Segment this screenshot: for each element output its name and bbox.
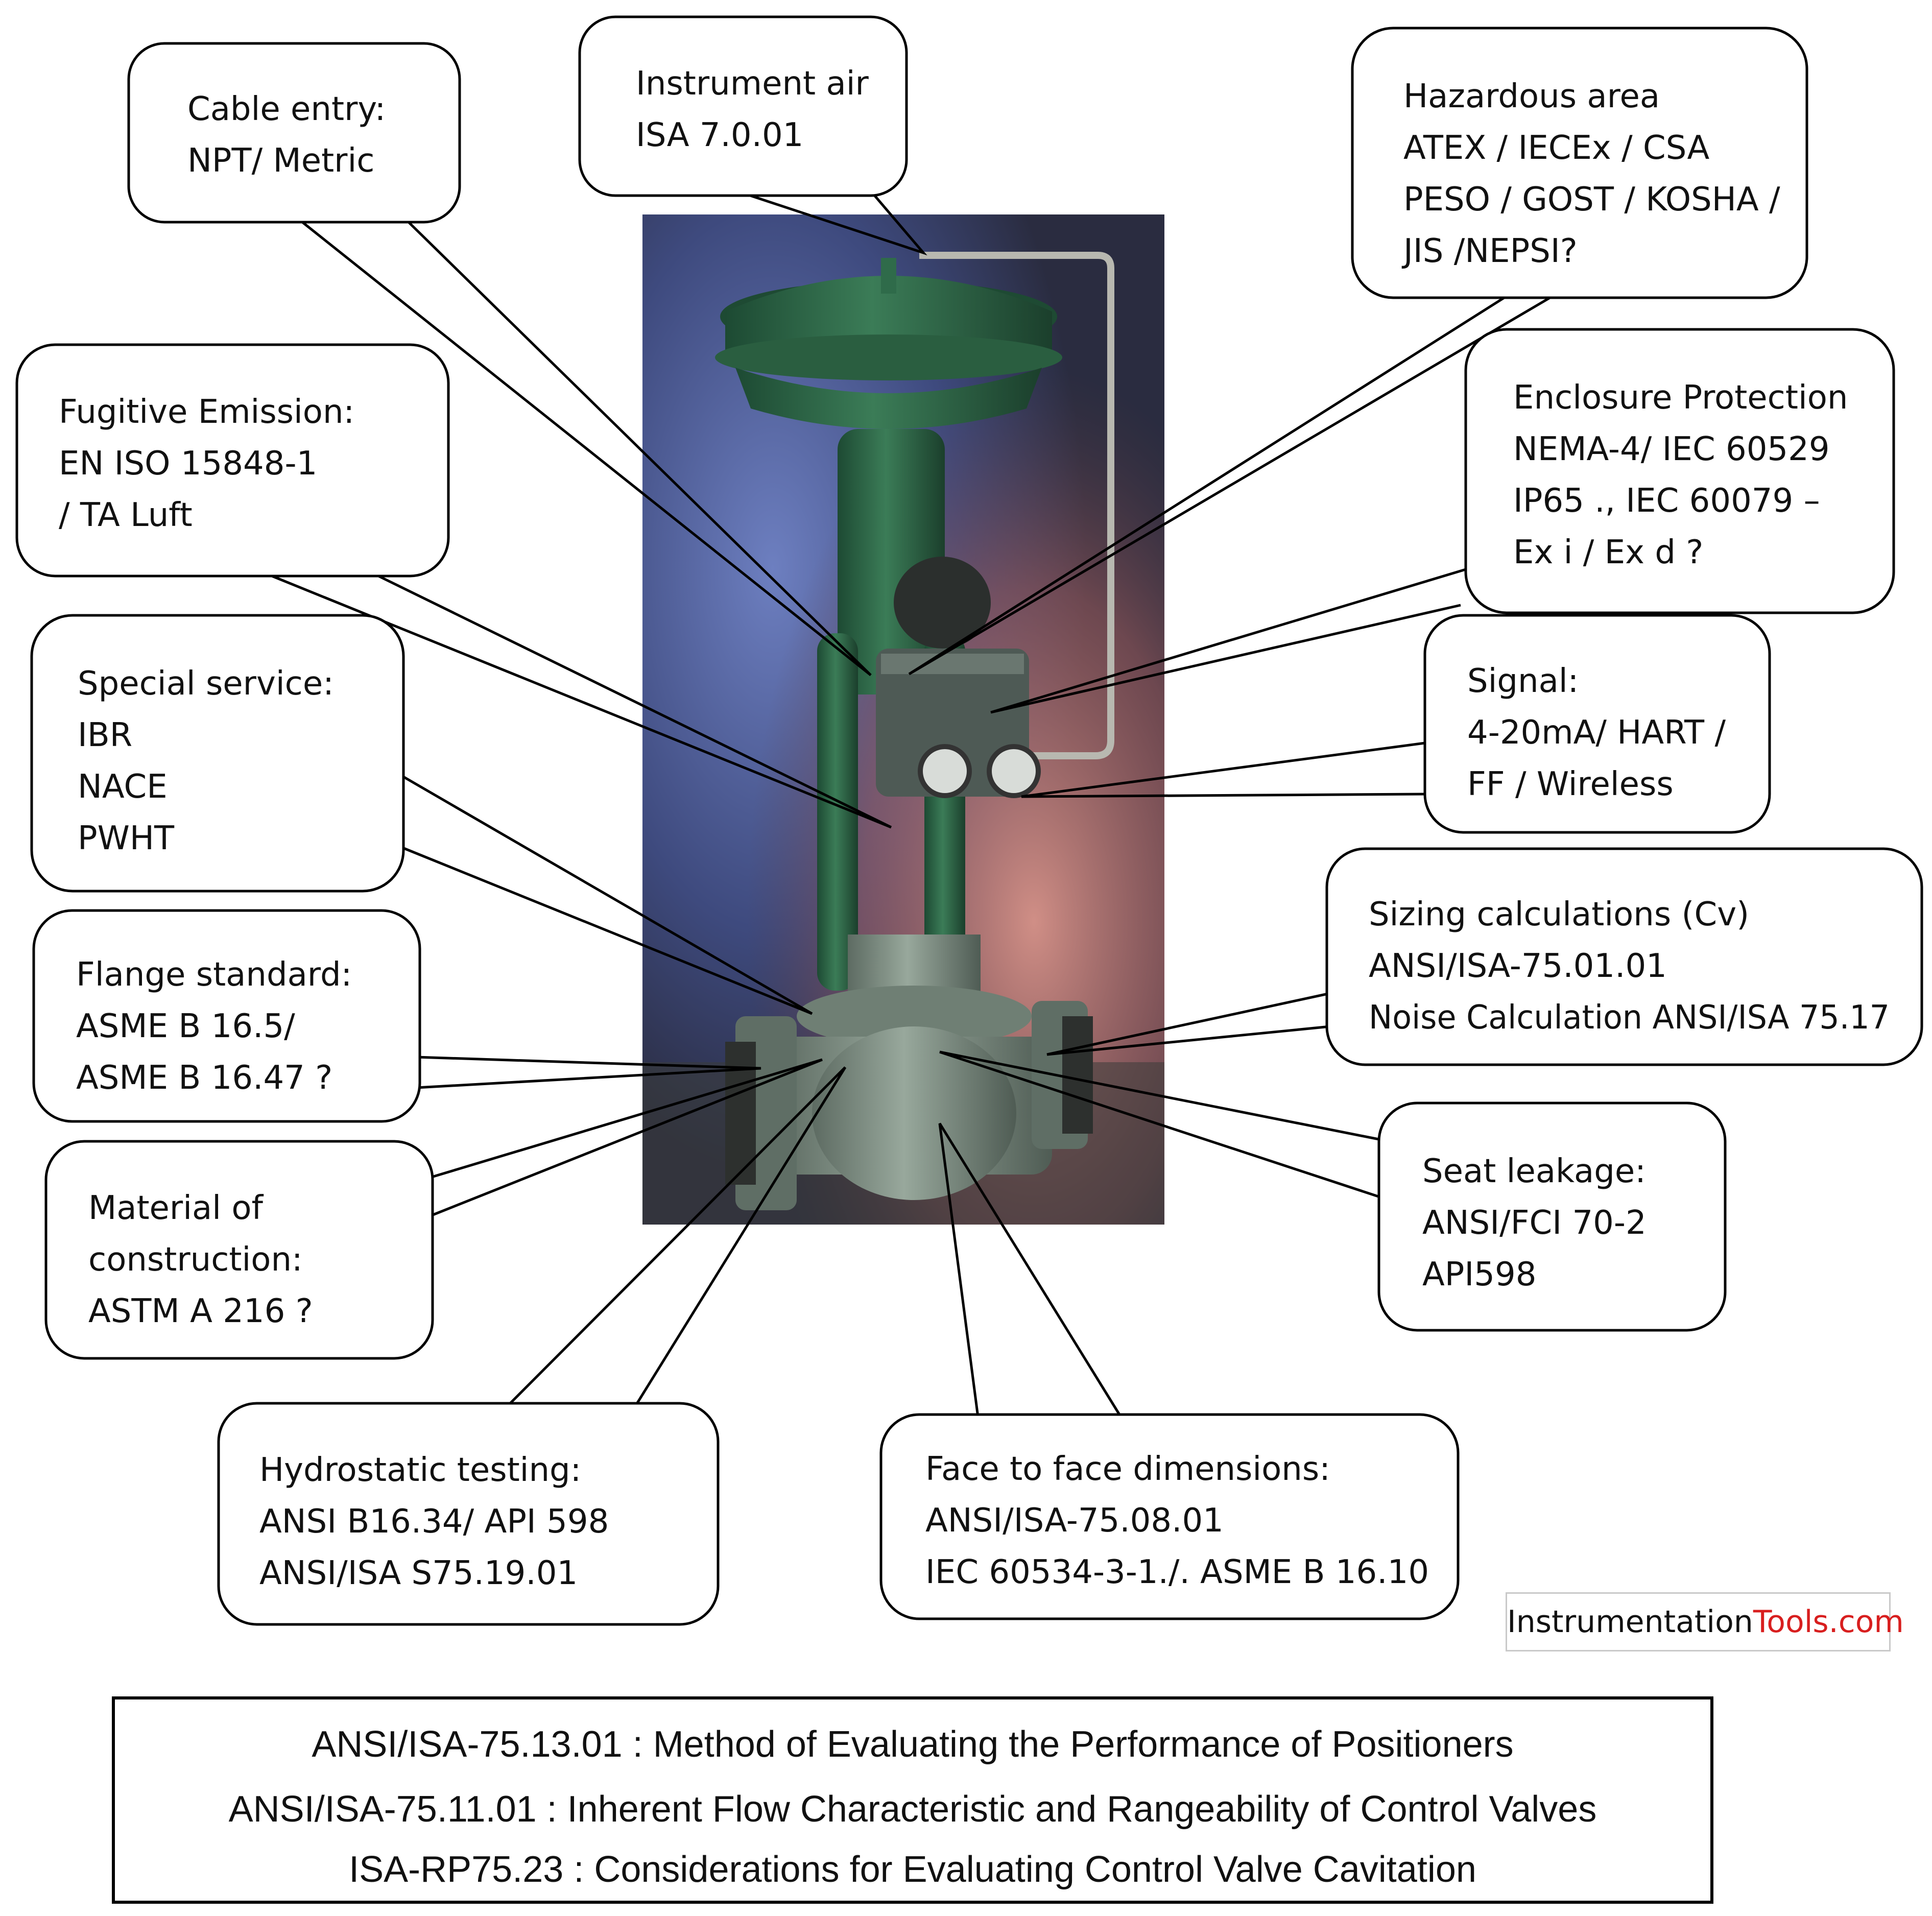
material-line-2: construction: [88, 1241, 303, 1279]
footer-line-3: ISA-RP75.23 : Considerations for Evaluat… [349, 1849, 1476, 1890]
leader-sizing [1046, 992, 1331, 1056]
callout-box-signal [1423, 614, 1771, 834]
leader-enclosure-protection [990, 568, 1466, 714]
callout-box-instrument-air [578, 15, 908, 197]
seat-leakage-line-3: API598 [1422, 1256, 1536, 1294]
sizing-line-2: ANSI/ISA-75.01.01 [1369, 947, 1667, 985]
hazardous-area-line-1: Hazardous area [1403, 78, 1660, 115]
fugitive-emission-line-3: / TA Luft [59, 496, 193, 534]
hazardous-area-line-2: ATEX / IECEx / CSA [1403, 129, 1710, 167]
leader-instrument-air [745, 193, 927, 256]
valve-photo [642, 214, 1164, 1225]
callout-box-hydrostatic [217, 1402, 720, 1626]
special-service-line-4: PWHT [78, 820, 175, 857]
hydrostatic-line-1: Hydrostatic testing: [259, 1451, 581, 1489]
face-to-face-line-3: IEC 60534-3-1./. ASME B 16.10 [925, 1553, 1429, 1591]
brand-part-3: .com [1828, 1604, 1904, 1640]
enclosure-protection-line-1: Enclosure Protection [1513, 379, 1848, 417]
sizing-line-1: Sizing calculations (Cv) [1369, 896, 1749, 933]
leader-hazardous-area [908, 295, 1554, 676]
callout-box-cable-entry [127, 42, 461, 224]
special-service-line-1: Special service: [78, 665, 334, 703]
footer-line-2: ANSI/ISA-75.11.01 : Inherent Flow Charac… [229, 1789, 1597, 1830]
callout-texts: Cable entry: NPT/ Metric Instrument air … [59, 65, 1890, 1592]
cable-entry-line-2: NPT/ Metric [187, 142, 374, 180]
leader-fugitive-emission [268, 573, 892, 829]
seat-leakage-line-2: ANSI/FCI 70-2 [1422, 1204, 1647, 1242]
cable-entry-line-1: Cable entry: [187, 90, 386, 128]
hazardous-area-line-3: PESO / GOST / KOSHA / [1403, 181, 1780, 219]
hazardous-area-line-4: JIS /NEPSI? [1401, 232, 1578, 270]
face-to-face-line-1: Face to face dimensions: [925, 1450, 1330, 1488]
instrument-air-line-1: Instrument air [636, 65, 869, 103]
leader-material [431, 1058, 823, 1217]
leader-hydrostatic [507, 1066, 847, 1406]
leader-signal [1021, 741, 1425, 798]
hydrostatic-line-2: ANSI B16.34/ API 598 [259, 1503, 609, 1541]
flange-standard-line-2: ASME B 16.5/ [76, 1008, 295, 1045]
signal-line-2: 4-20mA/ HART / [1467, 714, 1726, 752]
standards-footer: ANSI/ISA-75.13.01 : Method of Evaluating… [112, 1696, 1713, 1904]
hydrostatic-line-3: ANSI/ISA S75.19.01 [259, 1554, 578, 1592]
fugitive-emission-line-2: EN ISO 15848-1 [59, 445, 317, 483]
callout-box-enclosure-protection [1464, 328, 1895, 614]
callout-box-seat-leakage [1377, 1101, 1727, 1332]
flange-standard-line-3: ASME B 16.47 ? [76, 1059, 332, 1097]
leader-lines [268, 193, 1554, 1418]
enclosure-protection-line-2: NEMA-4/ IEC 60529 [1513, 430, 1830, 468]
material-line-1: Material of [88, 1189, 264, 1227]
callout-box-special-service [30, 614, 405, 893]
callout-box-material [44, 1140, 434, 1360]
flange-standard-line-1: Flange standard: [76, 956, 352, 994]
footer-line-1: ANSI/ISA-75.13.01 : Method of Evaluating… [312, 1724, 1513, 1765]
leader-special-service [401, 775, 813, 1015]
callout-box-fugitive-emission [15, 343, 450, 578]
sizing-line-3: Noise Calculation ANSI/ISA 75.17 [1369, 999, 1890, 1037]
callout-box-hazardous-area [1351, 27, 1808, 299]
leader-flange-standard [416, 1056, 761, 1089]
footer-box [112, 1696, 1713, 1904]
special-service-line-3: NACE [78, 768, 168, 806]
callout-box-flange-standard [32, 909, 421, 1123]
brand-watermark: InstrumentationTools.com [1506, 1592, 1904, 1651]
enclosure-protection-line-3: IP65 ., IEC 60079 – [1513, 482, 1820, 520]
leader-seat-leakage [939, 1050, 1382, 1199]
callout-box-face-to-face [879, 1413, 1460, 1620]
callout-boxes [15, 15, 1923, 1626]
leader-cable-entry [301, 221, 872, 676]
signal-line-1: Signal: [1467, 662, 1579, 700]
seat-leakage-line-1: Seat leakage: [1422, 1153, 1646, 1190]
face-to-face-line-2: ANSI/ISA-75.08.01 [925, 1502, 1224, 1540]
brand-part-2: Tools [1753, 1604, 1829, 1640]
signal-line-3: FF / Wireless [1467, 765, 1674, 803]
leader-face-to-face [938, 1122, 1123, 1418]
brand-part-1: Instrumentation [1507, 1604, 1753, 1640]
instrument-air-line-2: ISA 7.0.01 [636, 116, 803, 154]
special-service-line-2: IBR [78, 716, 132, 754]
fugitive-emission-line-1: Fugitive Emission: [59, 393, 354, 431]
enclosure-protection-line-4: Ex i / Ex d ? [1513, 534, 1703, 571]
callout-box-sizing [1325, 847, 1923, 1066]
material-line-3: ASTM A 216 ? [88, 1292, 313, 1330]
